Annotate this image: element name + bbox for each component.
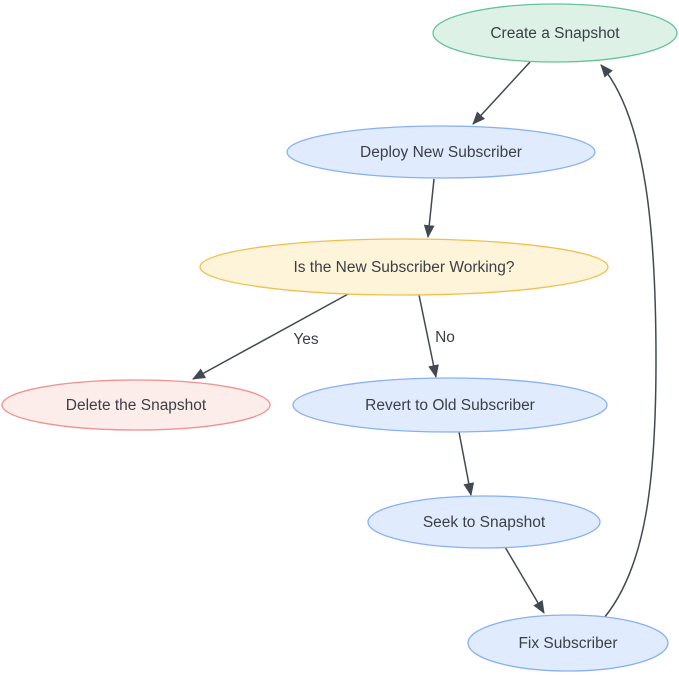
edge-fix-to-create — [600, 64, 657, 619]
node-delete-the-snapshot-shape — [1, 379, 271, 431]
node-fix-subscriber: Fix Subscriber — [467, 614, 669, 672]
node-revert-to-old-subscriber: Revert to Old Subscriber — [292, 377, 608, 433]
node-deploy-new-subscriber-shape — [286, 125, 596, 179]
edge-create-to-deploy — [472, 61, 531, 125]
node-seek-to-snapshot: Seek to Snapshot — [367, 495, 601, 549]
node-revert-to-old-subscriber-label: Revert to Old Subscriber — [365, 397, 535, 414]
node-deploy-new-subscriber-label: Deploy New Subscriber — [360, 144, 522, 161]
node-create-snapshot-label: Create a Snapshot — [490, 25, 620, 42]
node-is-new-subscriber-working: Is the New Subscriber Working? — [199, 238, 609, 296]
node-is-new-subscriber-working-shape — [199, 238, 609, 296]
node-fix-subscriber-shape — [467, 614, 669, 672]
node-delete-the-snapshot-label: Delete the Snapshot — [66, 397, 207, 414]
node-revert-to-old-subscriber-shape — [292, 377, 608, 433]
edge-seek-to-fix — [504, 546, 545, 614]
node-seek-to-snapshot-label: Seek to Snapshot — [423, 514, 546, 531]
edge-working-to-delete — [192, 292, 351, 380]
node-is-new-subscriber-working-label: Is the New Subscriber Working? — [293, 259, 514, 276]
node-deploy-new-subscriber: Deploy New Subscriber — [286, 125, 596, 179]
edge-label-no: No — [435, 329, 455, 346]
node-seek-to-snapshot-shape — [367, 495, 601, 549]
node-create-snapshot-shape — [432, 3, 678, 63]
edge-deploy-to-working — [423, 178, 435, 239]
edge-label-yes: Yes — [293, 331, 319, 348]
edge-working-to-revert — [418, 294, 439, 379]
node-delete-the-snapshot: Delete the Snapshot — [1, 379, 271, 431]
node-fix-subscriber-label: Fix Subscriber — [518, 635, 617, 652]
node-create-snapshot: Create a Snapshot — [432, 3, 678, 63]
edge-revert-to-seek — [458, 431, 475, 497]
